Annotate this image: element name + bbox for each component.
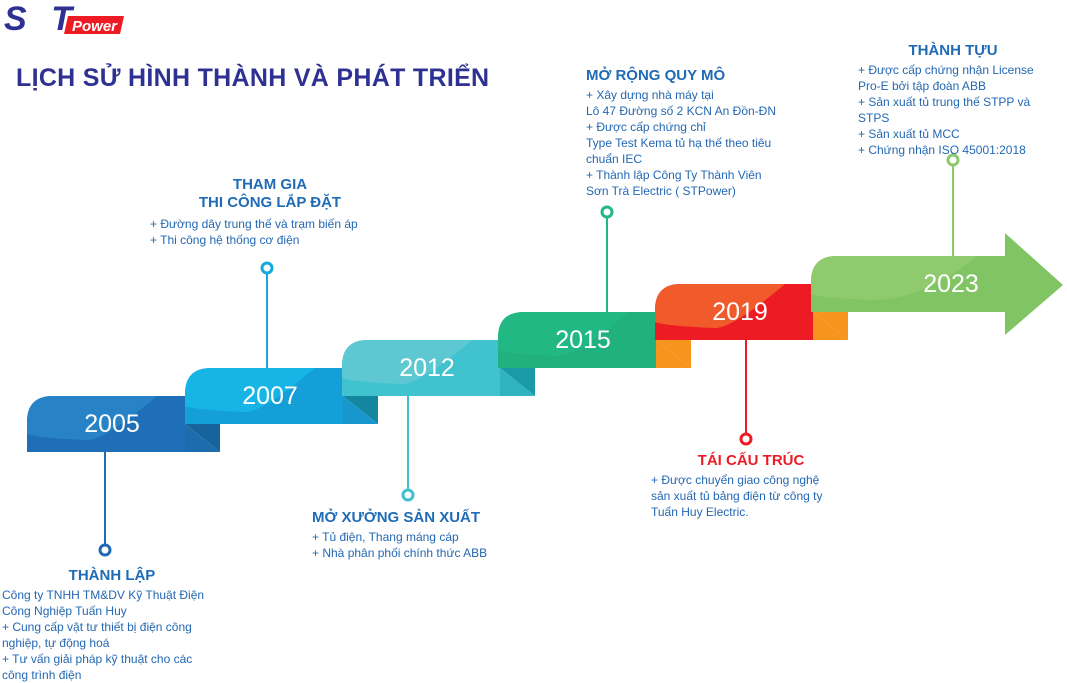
description-line: + Sản xuất tủ trung thế STPP và STPS — [858, 95, 1031, 125]
milestone-dot-icon — [401, 488, 415, 502]
description-line: + Được chuyển giao công nghệ — [651, 473, 820, 487]
description-line: + Sản xuất tủ MCC — [858, 127, 960, 141]
ribbon-fold — [813, 312, 848, 340]
description-line: + Tủ điện, Thang máng cáp — [312, 530, 459, 544]
description-line: Sơn Trà Electric ( STPower) — [586, 184, 736, 198]
description-line: sản xuất tủ bảng điện từ công ty — [651, 489, 823, 503]
ribbon-fold — [500, 368, 535, 396]
year-label: 2023 — [923, 270, 979, 298]
year-label: 2019 — [712, 298, 768, 326]
page-title: LỊCH SỬ HÌNH THÀNH VÀ PHÁT TRIỂN — [16, 64, 490, 92]
year-label: 2012 — [399, 354, 455, 382]
description-line: Công Nghiệp Tuấn Huy — [2, 604, 127, 618]
description-line: + Xây dựng nhà máy tại — [586, 88, 714, 102]
milestone-dot-icon — [946, 153, 960, 167]
ribbon-fold — [185, 424, 220, 452]
ribbon-highlight — [185, 368, 315, 412]
description-line: + Thi công hệ thống cơ điện — [150, 233, 300, 247]
ribbon-highlight — [498, 312, 628, 356]
ribbon-fold — [656, 340, 691, 368]
milestone-heading: THAM GIA — [232, 176, 308, 193]
description-line: + Được cấp chứng nhận License — [858, 63, 1034, 77]
milestone-heading: MỞ RỘNG QUY MÔ — [586, 67, 726, 84]
description-line: + Được cấp chứng chỉ — [586, 120, 706, 134]
ribbon-highlight — [342, 340, 472, 384]
description-line: + Chứng nhận ISO 45001:2018 — [858, 143, 1026, 157]
milestone-dot-icon — [260, 261, 274, 275]
svg-text:Power: Power — [72, 18, 118, 35]
milestone-description: TÁI CẤU TRÚC + Được chuyển giao công nghệ… — [651, 452, 851, 520]
arrow-head — [1005, 233, 1063, 335]
year-label: 2015 — [555, 326, 611, 354]
milestone-description: THÀNH LẬP Công ty TNHH TM&DV Kỹ Thuật Điệ… — [2, 567, 222, 683]
ribbon-highlight — [27, 396, 157, 440]
ribbon-highlight — [811, 256, 977, 300]
stpower-logo: ST Power — [4, 2, 124, 36]
description-line: Pro-E bởi tập đoàn ABB — [858, 79, 986, 93]
year-label: 2007 — [242, 382, 298, 410]
description-line: + Thành lập Công Ty Thành Viên — [586, 168, 762, 182]
milestone-dot-icon — [98, 543, 112, 557]
year-label: 2005 — [84, 410, 140, 438]
milestone-heading: MỞ XƯỞNG SẢN XUẤT — [312, 509, 481, 526]
milestone-dot-icon — [739, 432, 753, 446]
milestone-dot-icon — [600, 205, 614, 219]
description-line: nghiệp, tự động hoá — [2, 636, 110, 650]
description-line: chuẩn IEC — [586, 152, 643, 166]
description-line: Type Test Kema tủ hạ thế theo tiêu — [586, 136, 772, 150]
description-line: Lô 47 Đường số 2 KCN An Đồn-ĐN — [586, 104, 776, 118]
ribbon-highlight — [655, 284, 785, 328]
milestone-heading-2: THI CÔNG LẮP ĐẶT — [198, 194, 342, 211]
description-line: công trình điện — [2, 668, 82, 682]
milestone-description: MỞ RỘNG QUY MÔ + Xây dựng nhà máy tại Lô 4… — [586, 67, 786, 199]
description-line: Công ty TNHH TM&DV Kỹ Thuật Điện — [2, 588, 205, 602]
ribbon-fold — [343, 396, 378, 424]
milestone-description: MỞ XƯỞNG SẢN XUẤT + Tủ điện, Thang máng c… — [312, 509, 532, 561]
milestone-heading: THÀNH LẬP — [68, 567, 156, 584]
svg-text:ST: ST — [4, 2, 75, 36]
description-line: + Cung cấp vật tư thiết bị điện công — [2, 620, 192, 634]
milestone-heading: THÀNH TỰU — [908, 42, 998, 59]
description-line: + Tư vấn giải pháp kỹ thuật cho các — [2, 652, 193, 666]
description-line: + Đường dây trung thế và trạm biến áp — [150, 217, 358, 231]
milestone-heading: TÁI CẤU TRÚC — [697, 452, 805, 469]
description-line: Tuấn Huy Electric. — [651, 505, 749, 519]
description-line: + Nhà phân phối chính thức ABB — [312, 546, 488, 560]
